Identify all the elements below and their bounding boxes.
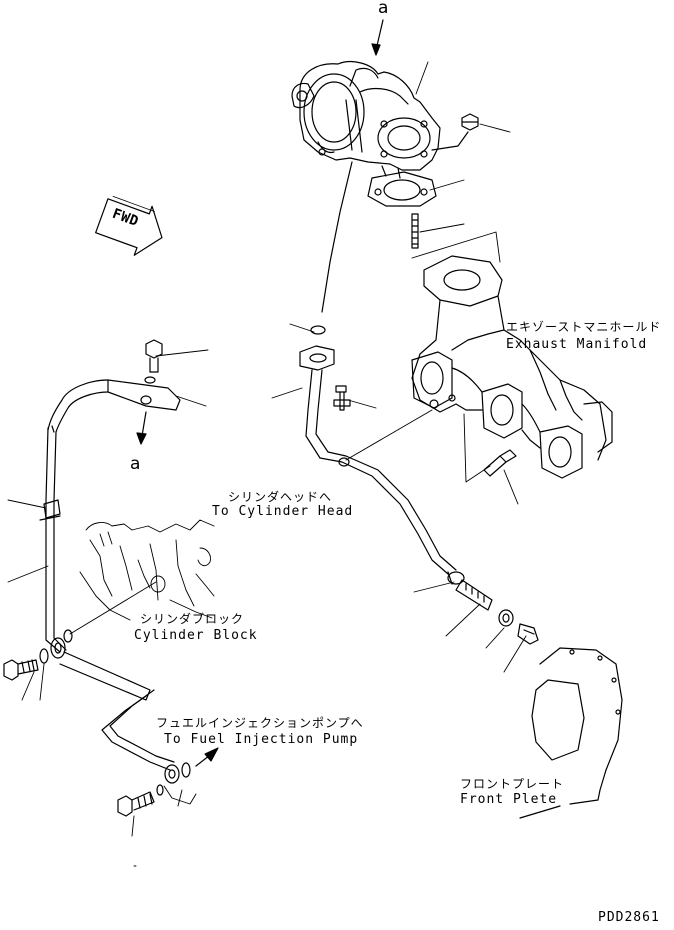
- return-pipe-flange: [300, 346, 334, 370]
- drawing-code: PDD2861: [598, 910, 660, 925]
- pump-washer: [182, 763, 190, 777]
- left-oil-pipe: [40, 426, 174, 770]
- ref-label-top: a: [378, 0, 389, 18]
- fuel-pump-label-jp: フュエルインジェクションポンプへ: [156, 716, 364, 730]
- manifold-bolt: [484, 450, 516, 476]
- pipe-bracket: [48, 380, 180, 432]
- cylinder-block-label-jp: シリンダブロック: [140, 612, 245, 626]
- cylinder-head-label-jp: シリンダヘッドへ: [228, 490, 333, 504]
- ref-label-bottom: a: [130, 454, 141, 474]
- front-plate-label-jp: フロントプレート: [460, 777, 565, 791]
- leader-lines: [156, 62, 526, 672]
- cylinder-block-label-en: Cylinder Block: [134, 628, 258, 643]
- stud-bolt: [412, 214, 418, 248]
- cylinder-head-label-en: To Cylinder Head: [212, 504, 354, 519]
- hose-clamp: [448, 572, 464, 584]
- exhaust-manifold-label-en: Exhaust Manifold: [506, 337, 648, 352]
- pump-eye-joint: [165, 765, 179, 783]
- turbo-gasket: [368, 172, 436, 206]
- exhaust-manifold: [412, 256, 612, 478]
- fwd-arrow: [93, 191, 171, 262]
- exhaust-manifold-label-jp: エキゾーストマニホールド: [506, 320, 662, 334]
- cylinder-block: [80, 520, 214, 620]
- turbo-nut: [432, 114, 478, 150]
- front-plate-label-en: Front Plete: [460, 792, 558, 807]
- ref-arrow-top: [372, 20, 383, 55]
- fuel-pump-label-en: To Fuel Injection Pump: [164, 732, 359, 747]
- oil-return-pipe: [306, 370, 456, 574]
- bracket-bolt: [145, 340, 162, 383]
- left-eye-joint: [51, 638, 65, 658]
- flange-bolt: [334, 386, 350, 410]
- turbocharger: [292, 62, 440, 178]
- pump-union-bolt: [118, 785, 163, 816]
- ref-arrow-bottom: [137, 412, 146, 444]
- left-leader-lines: [8, 500, 196, 866]
- left-washer-2: [64, 630, 72, 642]
- left-washer-1: [40, 649, 48, 663]
- fuel-pump-arrow: [196, 748, 218, 766]
- clamp-ring: [499, 610, 513, 626]
- left-union-bolt: [4, 660, 38, 680]
- front-plate: [520, 648, 622, 818]
- turbo-feed-pipe: [311, 162, 352, 334]
- connector-elbow: [518, 624, 538, 644]
- rubber-hose: [456, 580, 492, 610]
